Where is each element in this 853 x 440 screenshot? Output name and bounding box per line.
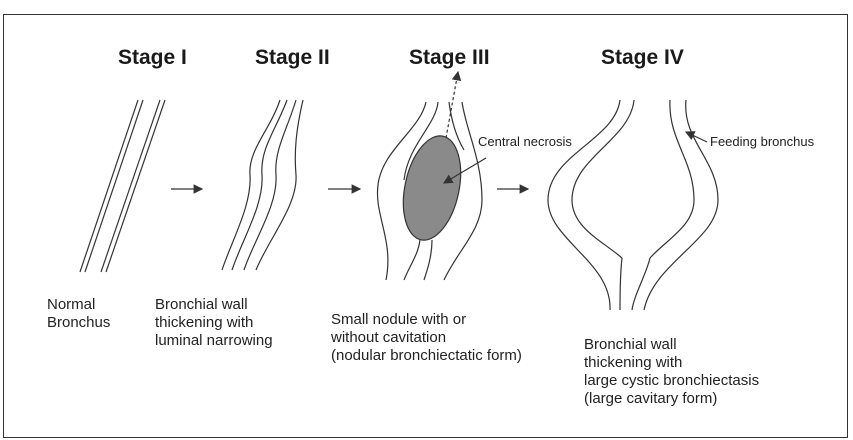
caption-line: large cystic bronchiectasis [584,372,759,390]
caption-line: luminal narrowing [155,332,273,350]
central-necrosis-label: Central necrosis [478,134,572,149]
caption-line: Bronchial wall [155,296,273,314]
stage-1-caption: Normal Bronchus [47,296,110,332]
feeding-bronchus-pointer [686,132,707,142]
stage-2-caption: Bronchial wall thickening with luminal n… [155,296,273,350]
feeding-bronchus-label: Feeding bronchus [710,134,814,149]
caption-line: thickening with [584,354,759,372]
normal-bronchus-drawing [80,100,165,272]
central-necrosis-region [395,131,470,246]
stage-4-caption: Bronchial wall thickening with large cys… [584,336,759,408]
caption-line: Small nodule with or [331,311,522,329]
caption-line: without cavitation [331,329,522,347]
caption-line: Normal [47,296,110,314]
nodule-drawing [377,72,482,280]
cystic-bronchiectasis-drawing [548,100,718,310]
stage-3-caption: Small nodule with or without cavitation … [331,311,522,365]
thickened-bronchus-drawing [222,100,303,270]
caption-line: thickening with [155,314,273,332]
caption-line: (nodular bronchiectatic form) [331,347,522,365]
caption-line: (large cavitary form) [584,390,759,408]
caption-line: Bronchus [47,314,110,332]
caption-line: Bronchial wall [584,336,759,354]
